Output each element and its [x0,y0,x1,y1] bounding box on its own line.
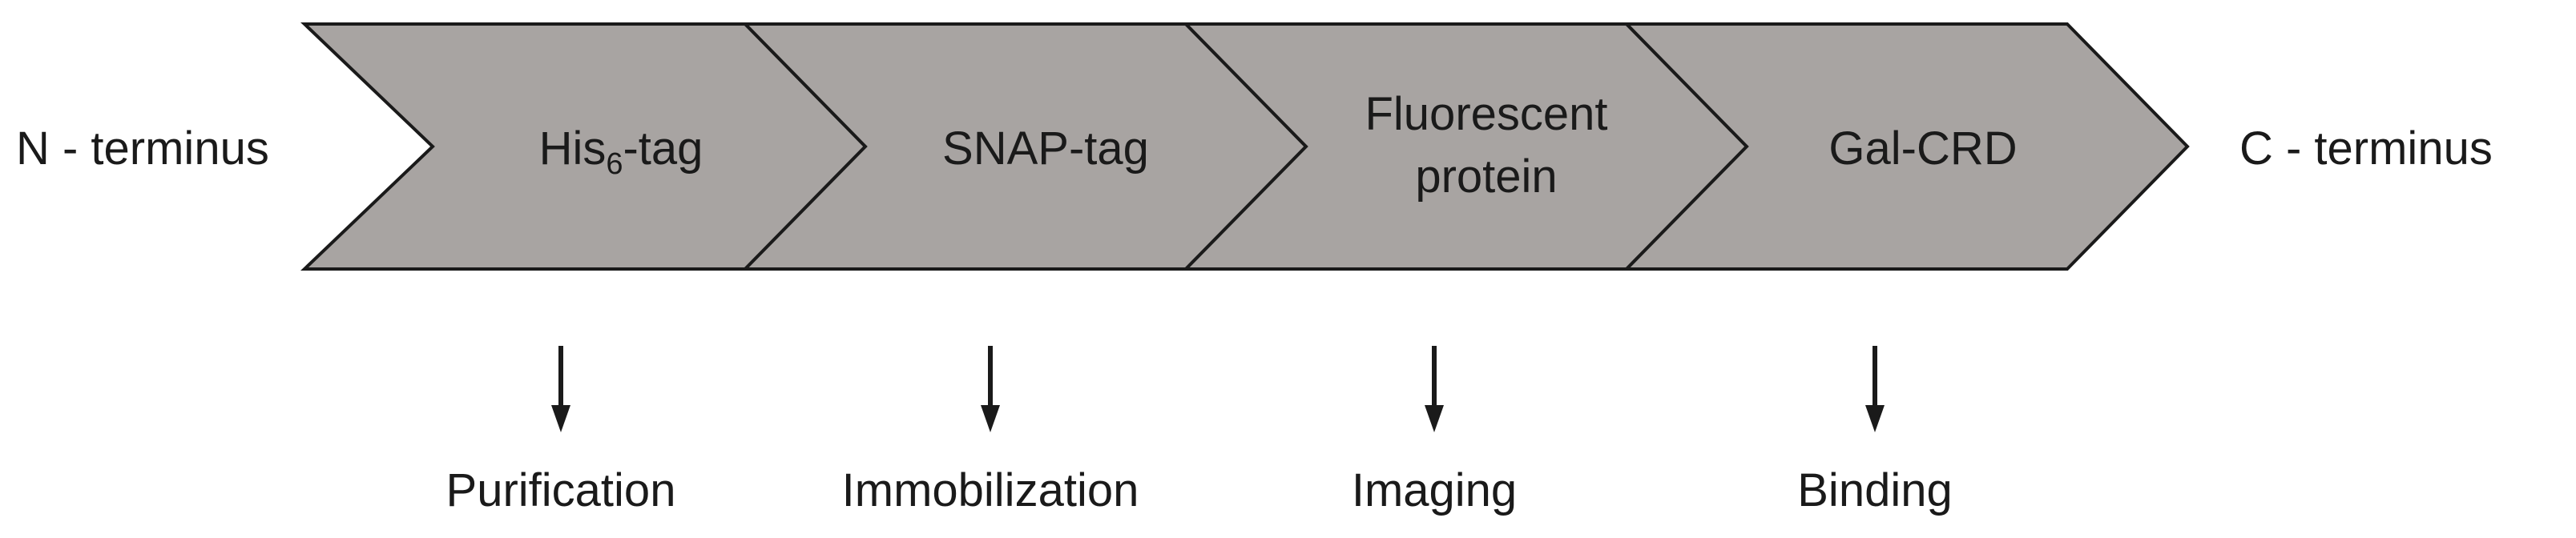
his6-tag-label: His6-tag [539,122,703,181]
function-imaging: Imaging [1352,464,1517,516]
fluorescent-protein-label-line1: Fluorescent [1365,88,1607,140]
c-terminus-label: C - terminus [2239,122,2493,175]
gal-crd-label: Gal-CRD [1828,122,2017,175]
arrow-down-immobilization [981,346,1000,432]
arrow-down-binding [1865,346,1885,432]
function-binding: Binding [1797,464,1952,516]
arrow-down-imaging [1425,346,1444,432]
function-immobilization: Immobilization [842,464,1139,516]
function-purification: Purification [446,464,676,516]
fluorescent-protein-label-line2: protein [1415,151,1557,203]
arrow-down-purification [551,346,570,432]
n-terminus-label: N - terminus [16,122,269,175]
segment-gal-crd [1623,22,2190,271]
snap-tag-label: SNAP-tag [942,122,1149,175]
his6-tag-label-main: His [539,122,607,175]
his6-tag-label-subscript: 6 [606,147,623,181]
his6-tag-label-tail: -tag [623,122,703,175]
